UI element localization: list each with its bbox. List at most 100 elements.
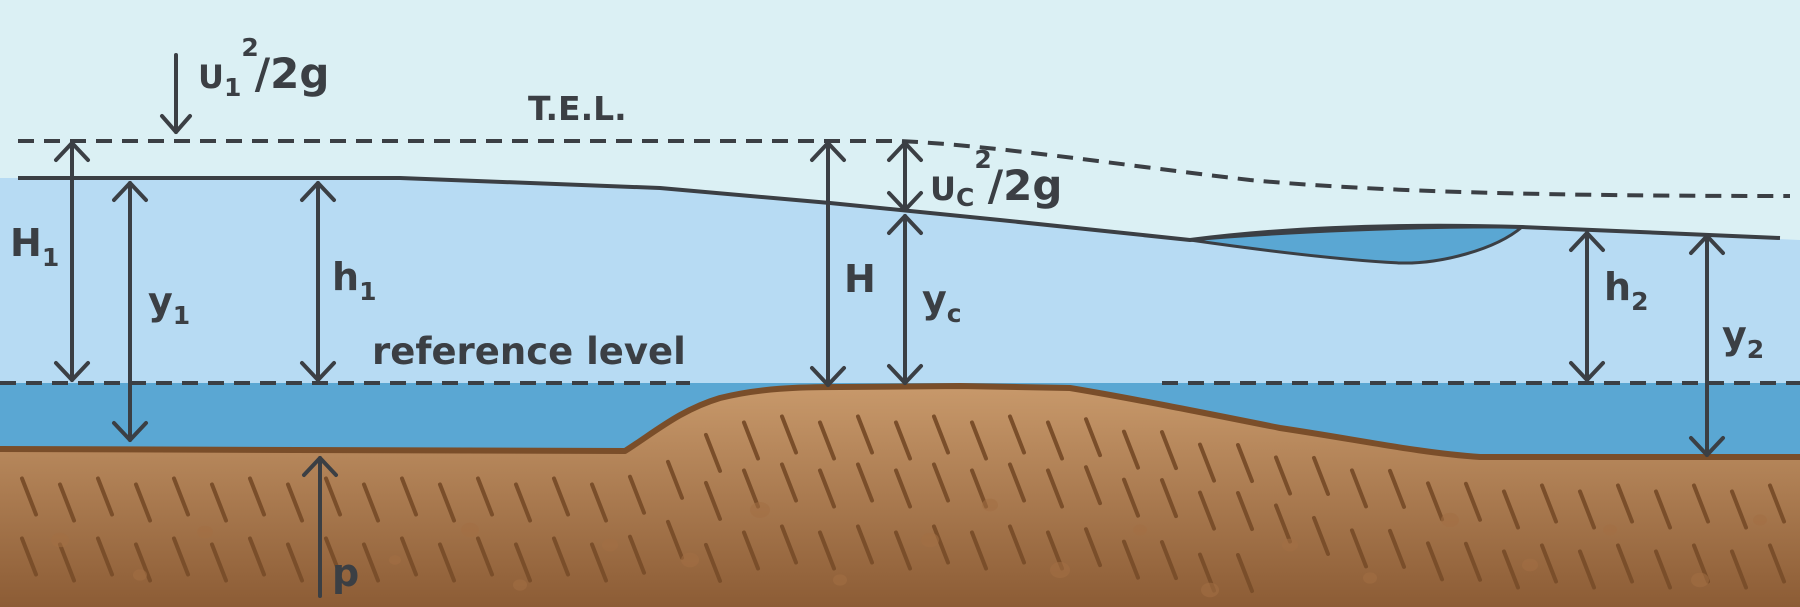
reference-level-label: reference level: [372, 330, 686, 373]
soil-hatch-mark: [286, 542, 304, 583]
p-arrow: [302, 456, 338, 598]
soil-hatch-mark: [894, 420, 912, 461]
h-crest-arrow: [810, 141, 846, 387]
soil-hatch-mark: [1350, 528, 1368, 569]
soil-speckle: [602, 538, 618, 552]
y1-label: y1: [148, 279, 190, 330]
soil-hatch-mark: [514, 542, 532, 583]
soil-hatch-mark: [1768, 543, 1786, 584]
soil-speckle: [1691, 572, 1709, 588]
soil-hatch-mark: [1084, 527, 1102, 568]
soil-speckle: [389, 555, 401, 565]
channel-bed-edge: [0, 383, 1800, 460]
yc-arrow: [887, 214, 923, 385]
soil-hatch-mark: [970, 420, 988, 461]
soil-hatch-mark: [514, 482, 532, 523]
total-energy-line: [18, 139, 1791, 198]
soil-hatch-mark: [628, 534, 646, 575]
soil-hatch-mark: [1160, 540, 1178, 581]
soil-hatch-mark: [1388, 468, 1406, 509]
soil-hatch-mark: [970, 530, 988, 571]
soil-speckle: [1753, 514, 1767, 526]
soil-hatch-mark: [172, 536, 190, 577]
soil-hatch-mark: [1426, 541, 1444, 582]
soil-hatch-mark: [1616, 483, 1634, 524]
uc-head-label: UC2/2g: [930, 145, 1062, 212]
soil-hatch-mark: [1008, 414, 1026, 455]
soil-hatch-mark: [1578, 489, 1596, 530]
h2-arrow: [1569, 231, 1605, 382]
soil-speckle: [1133, 524, 1147, 536]
soil-hatch-mark: [400, 536, 418, 577]
soil-hatch-mark: [628, 474, 646, 515]
soil-hatch-mark: [438, 542, 456, 583]
water-surface: [18, 176, 1781, 242]
soil-speckle: [197, 525, 213, 539]
jump-roller: [1189, 225, 1527, 265]
soil-hatch-mark: [970, 468, 988, 509]
soil-hatch-mark: [1198, 442, 1216, 483]
soil-hatch-mark: [476, 536, 494, 577]
soil-hatch-mark: [780, 414, 798, 455]
soil-hatch-mark: [590, 542, 608, 583]
soil-hatch-mark: [704, 432, 722, 473]
soil-speckle: [1282, 538, 1298, 552]
tel-label: T.E.L.: [528, 89, 627, 128]
h-crest-label: H: [844, 257, 876, 301]
soil-hatch-mark: [1274, 455, 1292, 496]
soil-hatching: [20, 414, 1786, 594]
soil-hatch-mark: [818, 468, 836, 509]
u1-head-label: U12/2g: [198, 33, 329, 102]
soil-hatch-mark: [552, 476, 570, 517]
soil-speckle: [921, 532, 939, 548]
dimension-arrows: [54, 53, 1725, 598]
soil-hatch-mark: [1350, 468, 1368, 509]
soil-hatch-mark: [932, 462, 950, 503]
soil-hatch-mark: [818, 420, 836, 461]
y1-arrow: [112, 181, 148, 442]
soil-hatch-mark: [248, 536, 266, 577]
soil-hatch-mark: [362, 482, 380, 523]
soil-hatch-mark: [1616, 543, 1634, 584]
h2-label: h2: [1604, 265, 1648, 316]
soil-hatch-mark: [134, 482, 152, 523]
soil-hatch-mark: [1008, 524, 1026, 565]
soil-hatch-mark: [1160, 478, 1178, 519]
soil-hatch-mark: [932, 414, 950, 455]
soil-hatch-mark: [210, 542, 228, 583]
soil-hatch-mark: [704, 542, 722, 583]
soil-hatch-mark: [1084, 465, 1102, 506]
soil-hatch-mark: [172, 476, 190, 517]
soil-hatch-mark: [666, 519, 684, 560]
soil-speckle: [1201, 582, 1219, 598]
soil-speckle: [1522, 558, 1538, 572]
soil-speckle: [982, 498, 998, 512]
soil-hatch-mark: [666, 459, 684, 500]
h1-arrow: [300, 181, 336, 382]
u1-head-arrow: [160, 53, 192, 134]
soil-hatch-mark: [1654, 549, 1672, 590]
soil-hatch-mark: [1236, 443, 1254, 484]
soil-hatch-mark: [742, 420, 760, 461]
soil-hatch-mark: [286, 482, 304, 523]
soil-hatch-mark: [1236, 491, 1254, 532]
soil-speckle: [51, 532, 69, 548]
soil-hatch-mark: [1122, 539, 1140, 580]
soil-hatch-mark: [1084, 417, 1102, 458]
soil-hatch-mark: [362, 542, 380, 583]
soil-hatch-mark: [856, 524, 874, 565]
soil-speckle: [833, 574, 847, 586]
soil-hatch-mark: [324, 476, 342, 517]
soil-hatch-mark: [1236, 553, 1254, 594]
soil-hatch-mark: [1160, 430, 1178, 471]
soil-hatch-mark: [210, 482, 228, 523]
soil-hatch-mark: [20, 536, 38, 577]
soil-hatch-mark: [134, 542, 152, 583]
soil-speckle: [1603, 524, 1617, 536]
soil-hatch-mark: [1502, 489, 1520, 530]
soil-hatch-mark: [1464, 481, 1482, 522]
soil-hatch-mark: [476, 476, 494, 517]
h1-label: h1: [332, 255, 376, 306]
soil-hatch-mark: [58, 542, 76, 583]
soil-hatch-mark: [704, 480, 722, 521]
